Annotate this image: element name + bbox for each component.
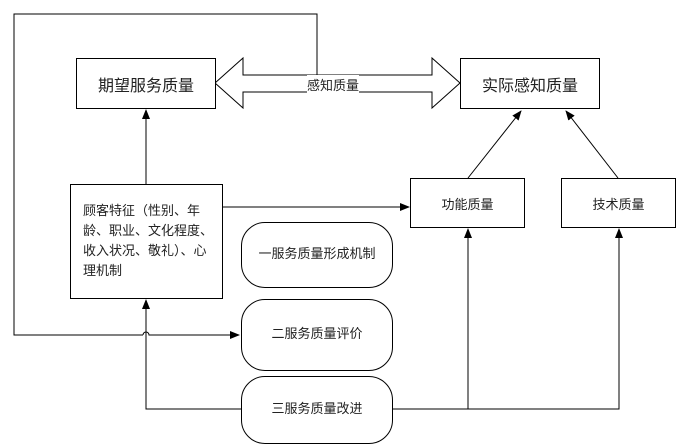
arrow-improvement-technical — [392, 228, 623, 410]
expected-quality-box: 期望服务质量 — [76, 58, 216, 109]
arrow-functional-actual — [467, 110, 522, 179]
perceived-quality-label: 感知质量 — [307, 75, 360, 94]
improvement-box: 三服务质量改进 — [241, 376, 393, 444]
arrow-improvement-customer — [142, 299, 241, 410]
loop-line — [13, 13, 318, 336]
hop-line — [142, 331, 240, 339]
evaluation-box: 二服务质量评价 — [241, 299, 393, 371]
customer-characteristics-box: 顾客特征（性别、年龄、职业、文化程度、收入状况、敬礼）、心理机制 — [70, 184, 223, 299]
formation-mechanism-box: 一服务质量形成机制 — [241, 222, 393, 288]
arrow-technical-actual — [565, 110, 619, 179]
technical-quality-box: 技术质量 — [561, 178, 676, 228]
actual-quality-box: 实际感知质量 — [460, 58, 600, 109]
functional-quality-box: 功能质量 — [410, 178, 525, 228]
